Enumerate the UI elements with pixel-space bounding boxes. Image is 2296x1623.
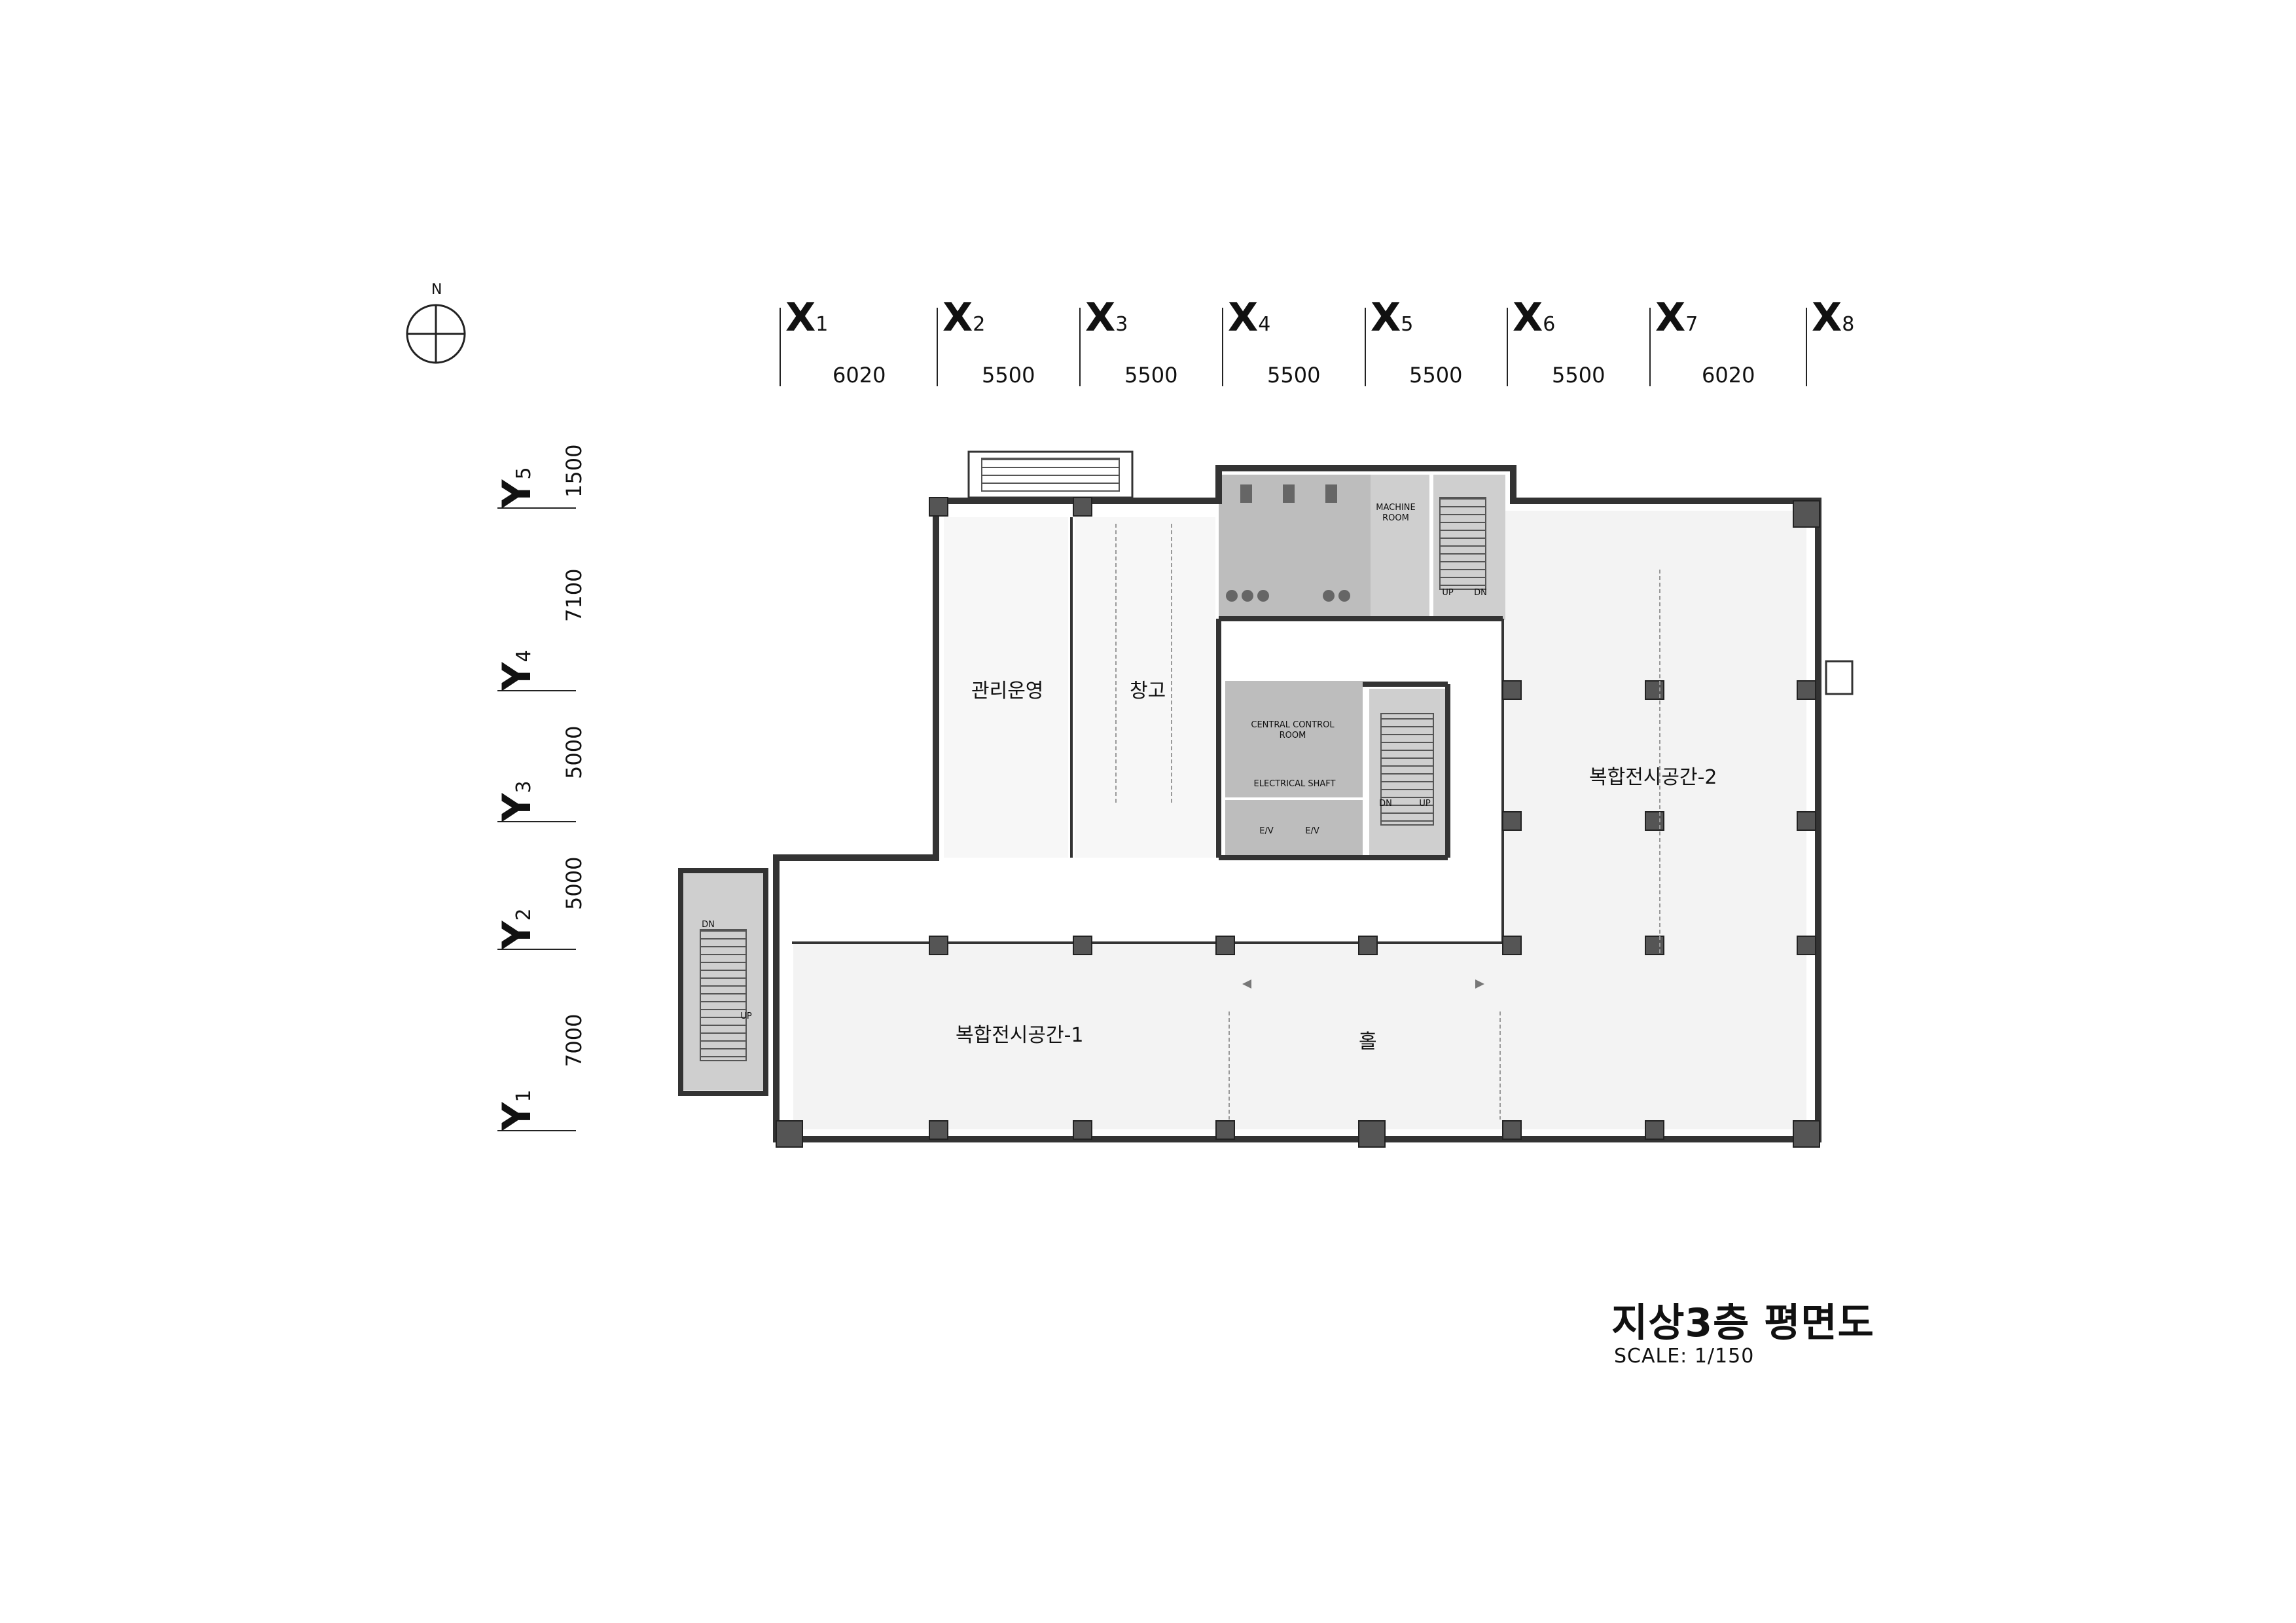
track-lines [1115, 524, 1660, 1120]
columns [776, 497, 1820, 1148]
room-hall: 홀 [1359, 1030, 1377, 1053]
grid-x5: X5 [1371, 295, 1414, 340]
grid-y4: Y4 [494, 649, 540, 691]
room-electrical-shaft: ELECTRICAL SHAFT [1253, 779, 1336, 789]
stair-w-dn: DN [702, 920, 715, 930]
north-arrow-icon [406, 304, 466, 364]
stair-treads [700, 458, 1486, 1061]
stair-ne-dn: DN [1474, 588, 1487, 598]
dim-y-3: 5000 [562, 725, 586, 779]
drawing-title: 지상3층 평면도 [1611, 1300, 1874, 1346]
grid-y3: Y3 [494, 780, 540, 822]
room-ev-2: E/V [1305, 826, 1319, 836]
dim-x-6: 5500 [1552, 363, 1605, 388]
dim-x-3: 5500 [1124, 363, 1178, 388]
room-ev-1: E/V [1259, 826, 1274, 836]
stair-c-up: UP [1419, 799, 1431, 809]
stair-ne-up: UP [1442, 588, 1454, 598]
grid-y5: Y5 [494, 467, 540, 508]
grid-lines-y [497, 507, 576, 1131]
drawing-scale: SCALE: 1/150 [1614, 1345, 1755, 1368]
grid-x4: X4 [1228, 295, 1271, 340]
grid-x2: X2 [942, 295, 986, 340]
grid-x7: X7 [1655, 295, 1698, 340]
room-control: CENTRAL CONTROL ROOM [1251, 720, 1335, 740]
grid-lines-x [780, 308, 1807, 386]
room-storage: 창고 [1130, 680, 1166, 702]
dim-x-1: 6020 [833, 363, 886, 388]
north-label: N [431, 282, 442, 298]
grid-x8: X8 [1812, 295, 1855, 340]
dim-x-5: 5500 [1409, 363, 1463, 388]
dim-x-7: 6020 [1702, 363, 1755, 388]
dim-y-5: 7000 [562, 1013, 586, 1067]
stair-w-up: UP [740, 1012, 752, 1021]
dim-y-2: 7100 [562, 568, 586, 622]
room-machine: MACHINE ROOM [1376, 503, 1416, 523]
grid-x6: X6 [1513, 295, 1556, 340]
grid-x3: X3 [1085, 295, 1128, 340]
hall-arrows [1242, 979, 1484, 989]
toilet-fixtures [1226, 484, 1350, 602]
grid-y1: Y1 [494, 1089, 540, 1131]
room-admin: 관리운영 [971, 680, 1044, 702]
room-exhibit-2: 복합전시공간-2 [1589, 766, 1717, 789]
floor-fill [683, 475, 1806, 1129]
stair-c-dn: DN [1379, 799, 1392, 809]
dim-x-2: 5500 [982, 363, 1035, 388]
dim-y-4: 5000 [562, 856, 586, 910]
dim-y-1: 1500 [562, 444, 586, 498]
room-exhibit-1: 복합전시공간-1 [956, 1024, 1084, 1047]
dim-x-4: 5500 [1267, 363, 1321, 388]
grid-y2: Y2 [494, 908, 540, 949]
grid-x1: X1 [785, 295, 829, 340]
